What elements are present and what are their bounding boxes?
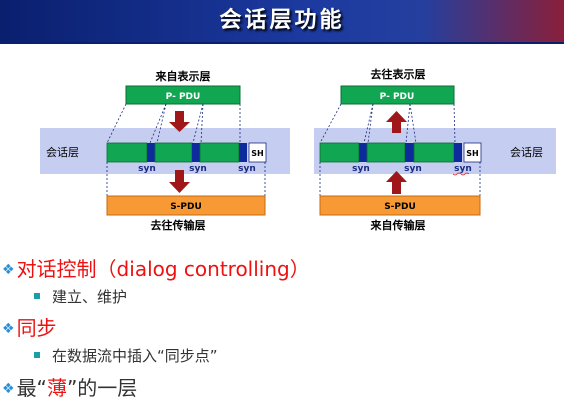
bullet-thinnest-before: 最“ xyxy=(16,376,47,400)
left-syn-1: syn xyxy=(138,164,156,174)
right-top-label: 去往表示层 xyxy=(371,67,426,81)
sub-bullet-sync-point-text: 在数据流中插入“同步点” xyxy=(52,347,218,365)
right-syn-2: syn xyxy=(404,164,422,174)
left-top-arrow-icon xyxy=(169,111,190,132)
right-bottom-pdu-label: S-PDU xyxy=(384,202,416,212)
bullet-dialog-control-text: 对话控制（dialog controlling） xyxy=(16,257,310,281)
right-layer-label: 会话层 xyxy=(510,146,543,159)
session-layer-diagram: 会话层 来自表示层 P- PDU SH syn syn syn S-PDU 去往… xyxy=(40,67,556,232)
left-top-label: 来自表示层 xyxy=(155,69,211,83)
left-top-pdu-box xyxy=(125,85,241,105)
left-layer-label: 会话层 xyxy=(46,146,79,159)
right-syn-3-squiggle xyxy=(452,172,470,176)
right-bottom-pdu-box xyxy=(319,195,481,216)
right-bottom-label: 来自传输层 xyxy=(370,218,426,232)
left-bottom-pdu-label: S-PDU xyxy=(170,202,202,212)
left-sh-label: SH xyxy=(251,149,263,158)
left-segment-bar xyxy=(106,142,267,163)
bullet-thinnest-emph: 薄 xyxy=(46,376,67,400)
square-bullet-icon xyxy=(34,352,40,358)
bullet-sync: ❖同步 xyxy=(2,312,57,341)
bullet-thinnest-layer: ❖最“薄”的一层 xyxy=(2,372,137,401)
left-bottom-pdu-box xyxy=(106,195,266,216)
sub-bullet-establish-maintain: 建立、维护 xyxy=(34,286,127,307)
sub-bullet-establish-maintain-text: 建立、维护 xyxy=(52,288,128,306)
right-bottom-arrow-icon xyxy=(386,171,407,194)
left-syn-3: syn xyxy=(238,164,256,174)
left-top-pdu-label: P- PDU xyxy=(166,92,201,102)
right-top-pdu-box xyxy=(340,85,455,105)
left-syn-2: syn xyxy=(189,164,207,174)
right-segment-bar xyxy=(319,142,482,163)
slide-title: 会话层功能 xyxy=(219,8,345,33)
bullet-dialog-control: ❖对话控制（dialog controlling） xyxy=(2,253,310,282)
left-bottom-label: 去往传输层 xyxy=(151,218,206,232)
diamond-bullet-icon: ❖ xyxy=(2,262,15,278)
title-bar xyxy=(0,0,564,42)
right-syn-1: syn xyxy=(352,164,370,174)
diamond-bullet-icon: ❖ xyxy=(2,321,15,337)
bullet-thinnest-after: ”的一层 xyxy=(66,376,138,400)
square-bullet-icon xyxy=(34,293,40,299)
right-sh-label: SH xyxy=(466,149,478,158)
right-dashed-lines xyxy=(319,103,481,196)
right-top-pdu-label: P- PDU xyxy=(380,92,415,102)
bullet-sync-text: 同步 xyxy=(16,316,57,340)
sub-bullet-sync-point: 在数据流中插入“同步点” xyxy=(34,345,218,366)
diamond-bullet-icon: ❖ xyxy=(2,381,15,397)
right-syn-3: syn xyxy=(454,164,472,174)
right-top-arrow-icon xyxy=(386,111,407,133)
left-bottom-arrow-icon xyxy=(169,170,190,193)
left-dashed-lines xyxy=(106,103,266,196)
title-underline xyxy=(0,42,564,44)
